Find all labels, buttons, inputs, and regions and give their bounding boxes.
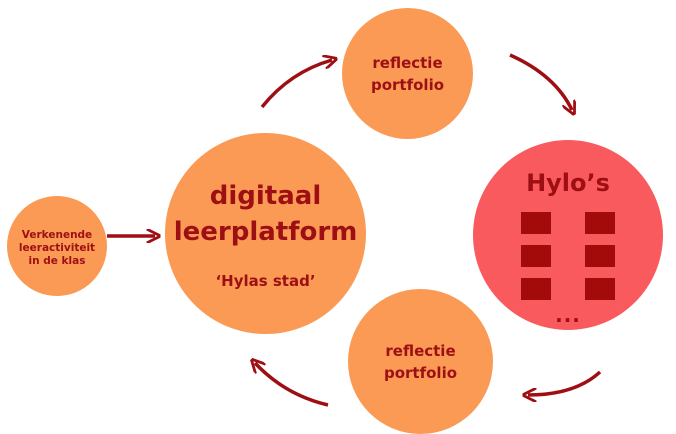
node-left-line-2: leeractiviteit [18,241,96,254]
hylo-item-square [585,245,615,267]
node-reflection-portfolio-top: reflectie portfolio [342,8,473,139]
node-main-title-2: leerplatform [173,216,358,247]
node-bottom-line-2: portfolio [383,363,458,382]
node-main-subtitle: ‘Hylas stad’ [215,271,316,290]
hylo-item-grid [521,212,615,300]
node-exploratory-activity: Verkenende leeractiviteit in de klas [7,196,107,296]
arrow-bottom-to-main [255,363,329,407]
hylo-item-square [521,278,551,300]
hylo-item-square [585,212,615,234]
node-hylos: Hylo’s ... [473,140,663,330]
hylo-item-square [521,245,551,267]
arrow-top-to-hylo [509,53,572,110]
arrow-main-to-top [260,60,332,109]
node-digital-platform: digitaal leerplatform ‘Hylas stad’ [165,133,366,334]
hylo-item-square [521,212,551,234]
node-top-line-1: reflectie [372,53,443,72]
node-top-line-2: portfolio [370,75,445,94]
node-hylo-ellipsis: ... [555,303,581,327]
node-left-line-1: Verkenende [21,228,93,241]
node-main-title-1: digitaal [209,180,322,211]
node-left-line-3: in de klas [28,254,86,267]
node-reflection-portfolio-bottom: reflectie portfolio [348,289,493,434]
hylo-item-square [585,278,615,300]
node-bottom-line-1: reflectie [385,341,456,360]
arrow-hylo-to-bottom [528,370,602,395]
node-hylo-title: Hylo’s [526,169,610,197]
